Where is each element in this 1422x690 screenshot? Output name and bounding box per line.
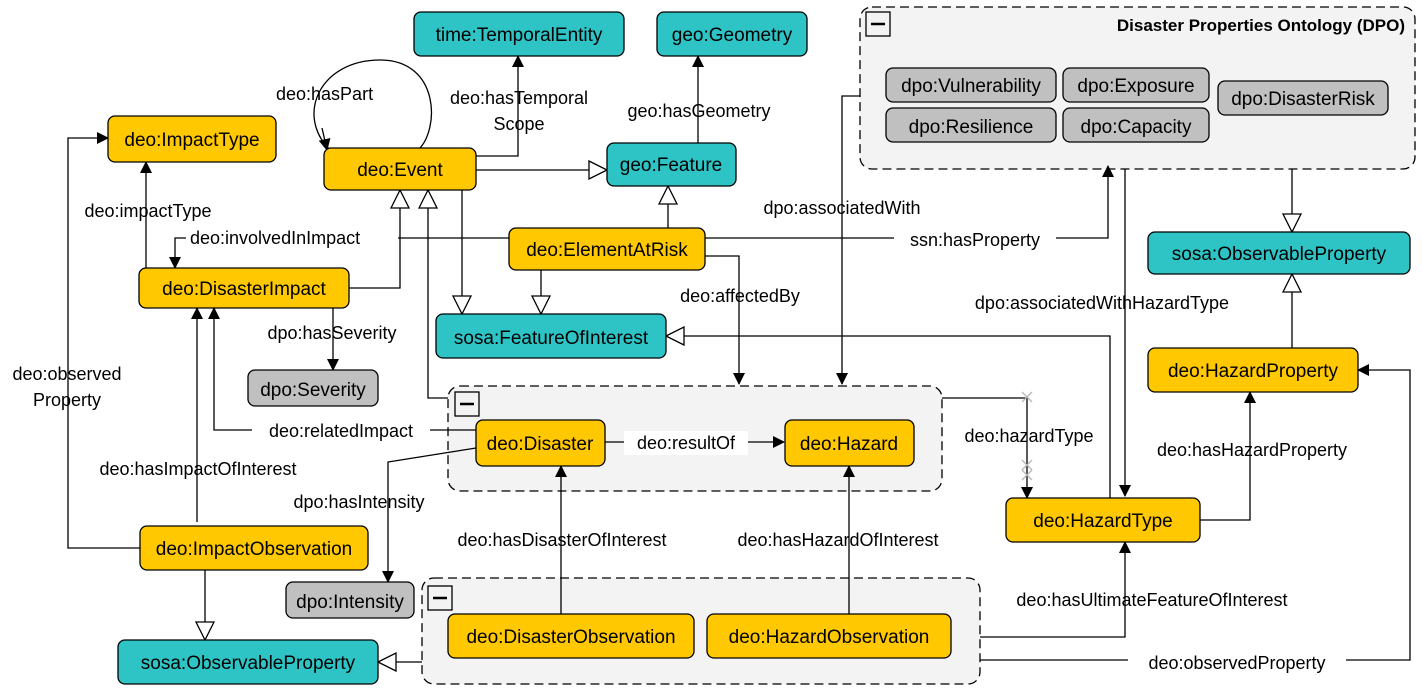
svg-text:dpo:Exposure: dpo:Exposure	[1077, 76, 1194, 97]
associated-with-edge	[836, 95, 860, 385]
svg-text:deo:Disaster: deo:Disaster	[487, 434, 594, 455]
label-affected-by: deo:affectedBy	[680, 286, 800, 306]
svg-text:dpo:Capacity: dpo:Capacity	[1081, 117, 1192, 138]
svg-text:sosa:ObservableProperty: sosa:ObservableProperty	[1172, 244, 1387, 265]
svg-text:deo:HazardObservation: deo:HazardObservation	[729, 627, 930, 648]
node-deo-disaster-observation[interactable]: deo:DisasterObservation	[447, 613, 695, 659]
node-deo-impact-type[interactable]: deo:ImpactType	[107, 115, 277, 163]
node-deo-hazard[interactable]: deo:Hazard	[784, 419, 915, 467]
svg-text:deo:DisasterObservation: deo:DisasterObservation	[466, 627, 675, 648]
label-has-hazard-property: deo:hasHazardProperty	[1157, 440, 1347, 460]
node-deo-element-at-risk[interactable]: deo:ElementAtRisk	[508, 227, 706, 271]
has-temporal-scope-edge	[476, 55, 524, 157]
svg-text:dpo:Resilience: dpo:Resilience	[909, 117, 1034, 138]
svg-text:sosa:FeatureOfInterest: sosa:FeatureOfInterest	[454, 328, 649, 349]
label-has-hazard-of-interest: deo:hasHazardOfInterest	[737, 530, 938, 550]
svg-text:deo:HazardProperty: deo:HazardProperty	[1168, 361, 1339, 382]
node-geo-feature[interactable]: geo:Feature	[606, 142, 737, 187]
label-has-temporal-scope-1: deo:hasTemporal	[450, 88, 588, 108]
node-deo-hazard-observation[interactable]: deo:HazardObservation	[706, 613, 952, 659]
disaster-subclass-event-edge	[428, 190, 448, 399]
svg-text:dpo:Vulnerability: dpo:Vulnerability	[901, 76, 1041, 97]
label-has-intensity: dpo:hasIntensity	[293, 492, 424, 512]
node-time-temporal-entity[interactable]: time:TemporalEntity	[413, 11, 625, 57]
label-has-severity: dpo:hasSeverity	[267, 323, 396, 343]
label-observed-property-left-2: Property	[33, 390, 101, 410]
label-related-impact: deo:relatedImpact	[269, 421, 413, 441]
label-associated-with-hazard-type: dpo:associatedWithHazardType	[975, 293, 1229, 313]
hazard-type-gray-markers	[1021, 391, 1033, 481]
label-involved-in-impact: deo:involvedInImpact	[190, 228, 360, 248]
svg-text:deo:Hazard: deo:Hazard	[800, 434, 898, 455]
label-impact-type: deo:impactType	[84, 201, 211, 221]
svg-text:deo:HazardType: deo:HazardType	[1033, 511, 1172, 532]
disaster-hazard-collapse-icon[interactable]	[454, 391, 480, 417]
label-associated-with: dpo:associatedWith	[763, 198, 920, 218]
node-dpo-intensity[interactable]: dpo:Intensity	[285, 581, 415, 619]
has-ultimate-foi-edge	[980, 541, 1131, 638]
has-hazard-property-edge	[1200, 391, 1256, 521]
dpo-group-title: Disaster Properties Ontology (DPO)	[1117, 16, 1405, 35]
has-property-edge	[705, 165, 1114, 239]
label-has-geometry: geo:hasGeometry	[627, 101, 770, 121]
svg-text:deo:ImpactObservation: deo:ImpactObservation	[156, 539, 352, 560]
svg-text:dpo:Severity: dpo:Severity	[260, 380, 366, 401]
svg-text:deo:Event: deo:Event	[357, 160, 443, 181]
hazardtype-subclass-foi-edge	[666, 336, 1111, 500]
node-deo-disaster[interactable]: deo:Disaster	[475, 419, 606, 467]
label-has-disaster-of-interest: deo:hasDisasterOfInterest	[457, 530, 666, 550]
label-has-part: deo:hasPart	[276, 84, 373, 104]
node-geo-geometry[interactable]: geo:Geometry	[656, 11, 808, 57]
observations-collapse-icon[interactable]	[427, 585, 453, 611]
label-has-ultimate-foi: deo:hasUltimateFeatureOfInterest	[1016, 590, 1287, 610]
node-sosa-feature-of-interest[interactable]: sosa:FeatureOfInterest	[435, 313, 667, 359]
svg-text:geo:Feature: geo:Feature	[620, 155, 722, 176]
node-deo-impact-observation[interactable]: deo:ImpactObservation	[139, 525, 369, 571]
label-result-of: deo:resultOf	[637, 433, 736, 453]
node-dpo-disaster-risk[interactable]: dpo:DisasterRisk	[1217, 80, 1389, 116]
svg-text:dpo:DisasterRisk: dpo:DisasterRisk	[1231, 89, 1375, 110]
svg-text:geo:Geometry: geo:Geometry	[672, 25, 793, 46]
svg-text:dpo:Intensity: dpo:Intensity	[296, 592, 404, 613]
svg-text:sosa:ObservableProperty: sosa:ObservableProperty	[141, 653, 356, 674]
observed-property-left-edge	[67, 132, 140, 549]
node-dpo-resilience[interactable]: dpo:Resilience	[885, 107, 1057, 143]
node-dpo-exposure[interactable]: dpo:Exposure	[1062, 67, 1210, 103]
svg-text:time:TemporalEntity: time:TemporalEntity	[436, 25, 603, 46]
has-intensity-edge	[382, 447, 477, 583]
node-sosa-observable-property-right[interactable]: sosa:ObservableProperty	[1147, 231, 1411, 275]
node-dpo-capacity[interactable]: dpo:Capacity	[1062, 107, 1210, 143]
label-hazard-type: deo:hazardType	[964, 426, 1093, 446]
label-has-property: ssn:hasProperty	[910, 230, 1040, 250]
label-observed-property-left-1: deo:observed	[12, 364, 121, 384]
node-deo-event[interactable]: deo:Event	[323, 147, 477, 191]
has-part-edge	[313, 59, 433, 151]
label-observed-property-bottom: deo:observedProperty	[1148, 653, 1325, 673]
svg-text:deo:DisasterImpact: deo:DisasterImpact	[162, 279, 326, 300]
node-dpo-severity[interactable]: dpo:Severity	[247, 369, 379, 407]
node-deo-hazard-property[interactable]: deo:HazardProperty	[1147, 347, 1359, 393]
node-sosa-observable-property-left[interactable]: sosa:ObservableProperty	[117, 639, 379, 685]
dpo-collapse-icon[interactable]	[865, 11, 891, 37]
label-has-impact-of-interest: deo:hasImpactOfInterest	[99, 459, 296, 479]
hazard-type-edge	[942, 397, 1033, 499]
impact-subclass-event-edge	[349, 190, 400, 289]
node-deo-disaster-impact[interactable]: deo:DisasterImpact	[138, 267, 350, 309]
svg-text:deo:ElementAtRisk: deo:ElementAtRisk	[526, 240, 688, 261]
edge-labels: deo:hasPart deo:hasTemporal Scope geo:ha…	[12, 84, 1347, 673]
svg-text:deo:ImpactType: deo:ImpactType	[124, 130, 259, 151]
affected-by-edge	[705, 255, 745, 385]
node-dpo-vulnerability[interactable]: dpo:Vulnerability	[885, 67, 1057, 103]
label-has-temporal-scope-2: Scope	[493, 114, 544, 134]
node-deo-hazard-type[interactable]: deo:HazardType	[1005, 497, 1201, 543]
